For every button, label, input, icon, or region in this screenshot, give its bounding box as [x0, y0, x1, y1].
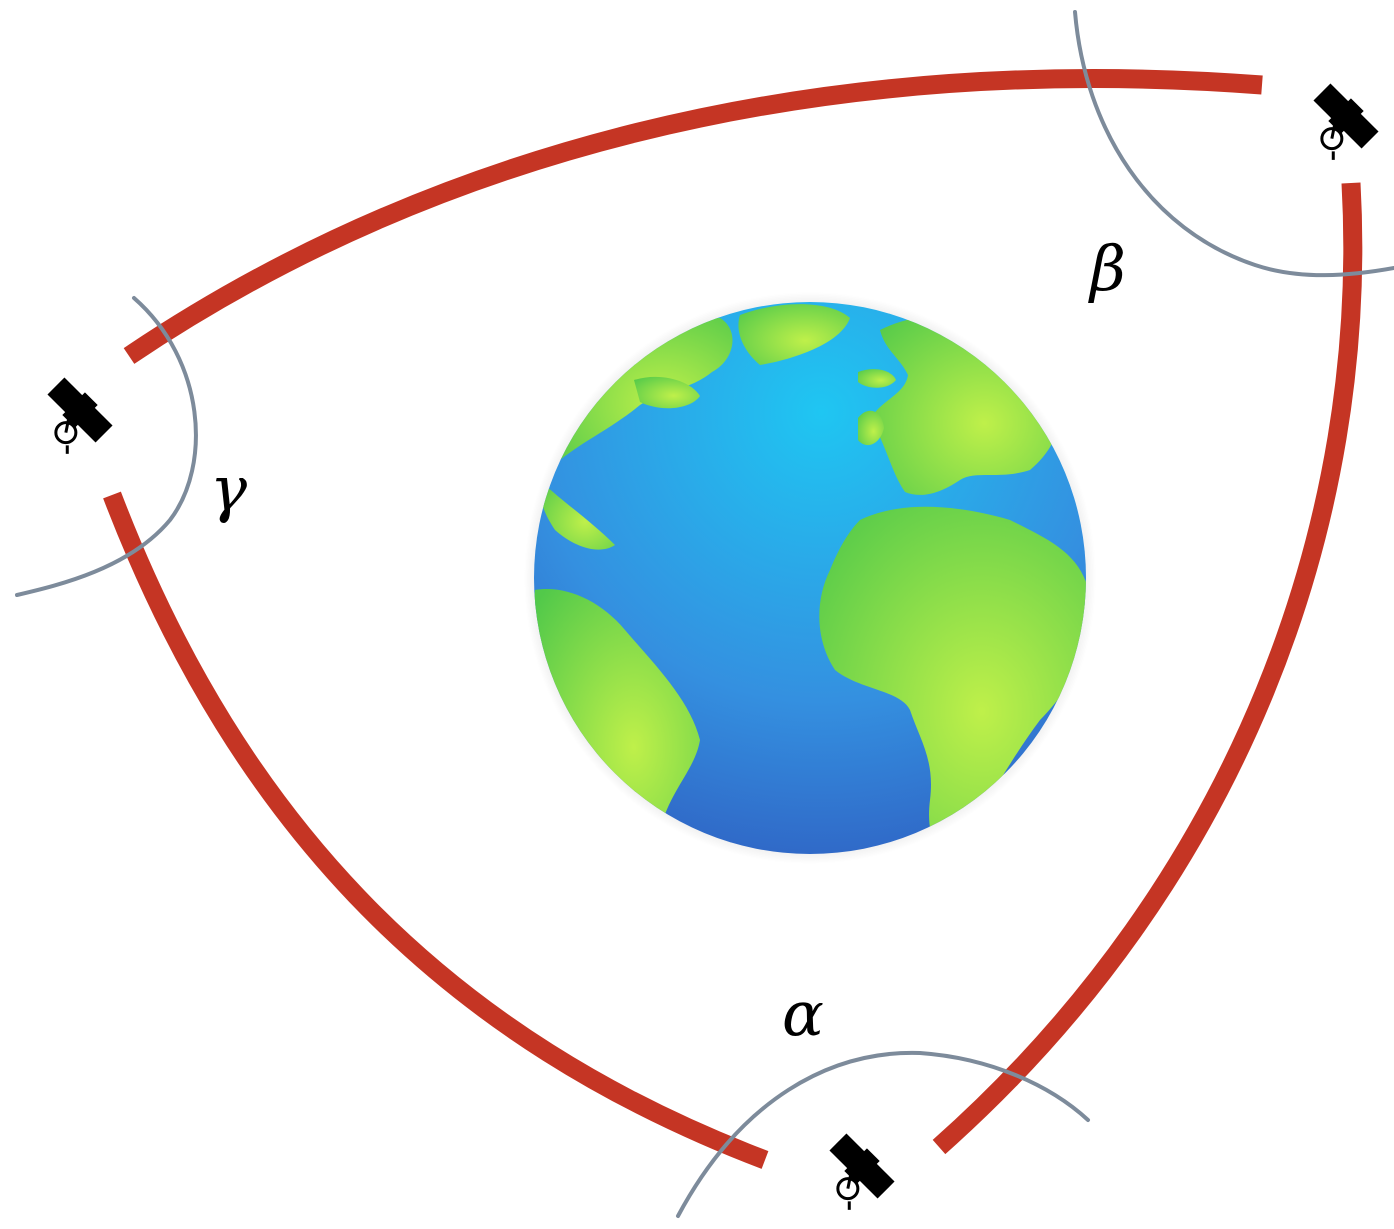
- earth-globe-icon: [524, 292, 1096, 864]
- angle-label-beta: β: [1088, 232, 1126, 305]
- satellite-icon: [28, 375, 116, 463]
- satellite-icon: [1294, 81, 1382, 169]
- angle-arc-gamma: [17, 298, 196, 595]
- angle-label-alpha: α: [782, 977, 824, 1050]
- orbit-arc-gamma-beta: [129, 79, 1262, 356]
- satellite-icon: [810, 1131, 898, 1219]
- angle-label-gamma: γ: [210, 452, 248, 525]
